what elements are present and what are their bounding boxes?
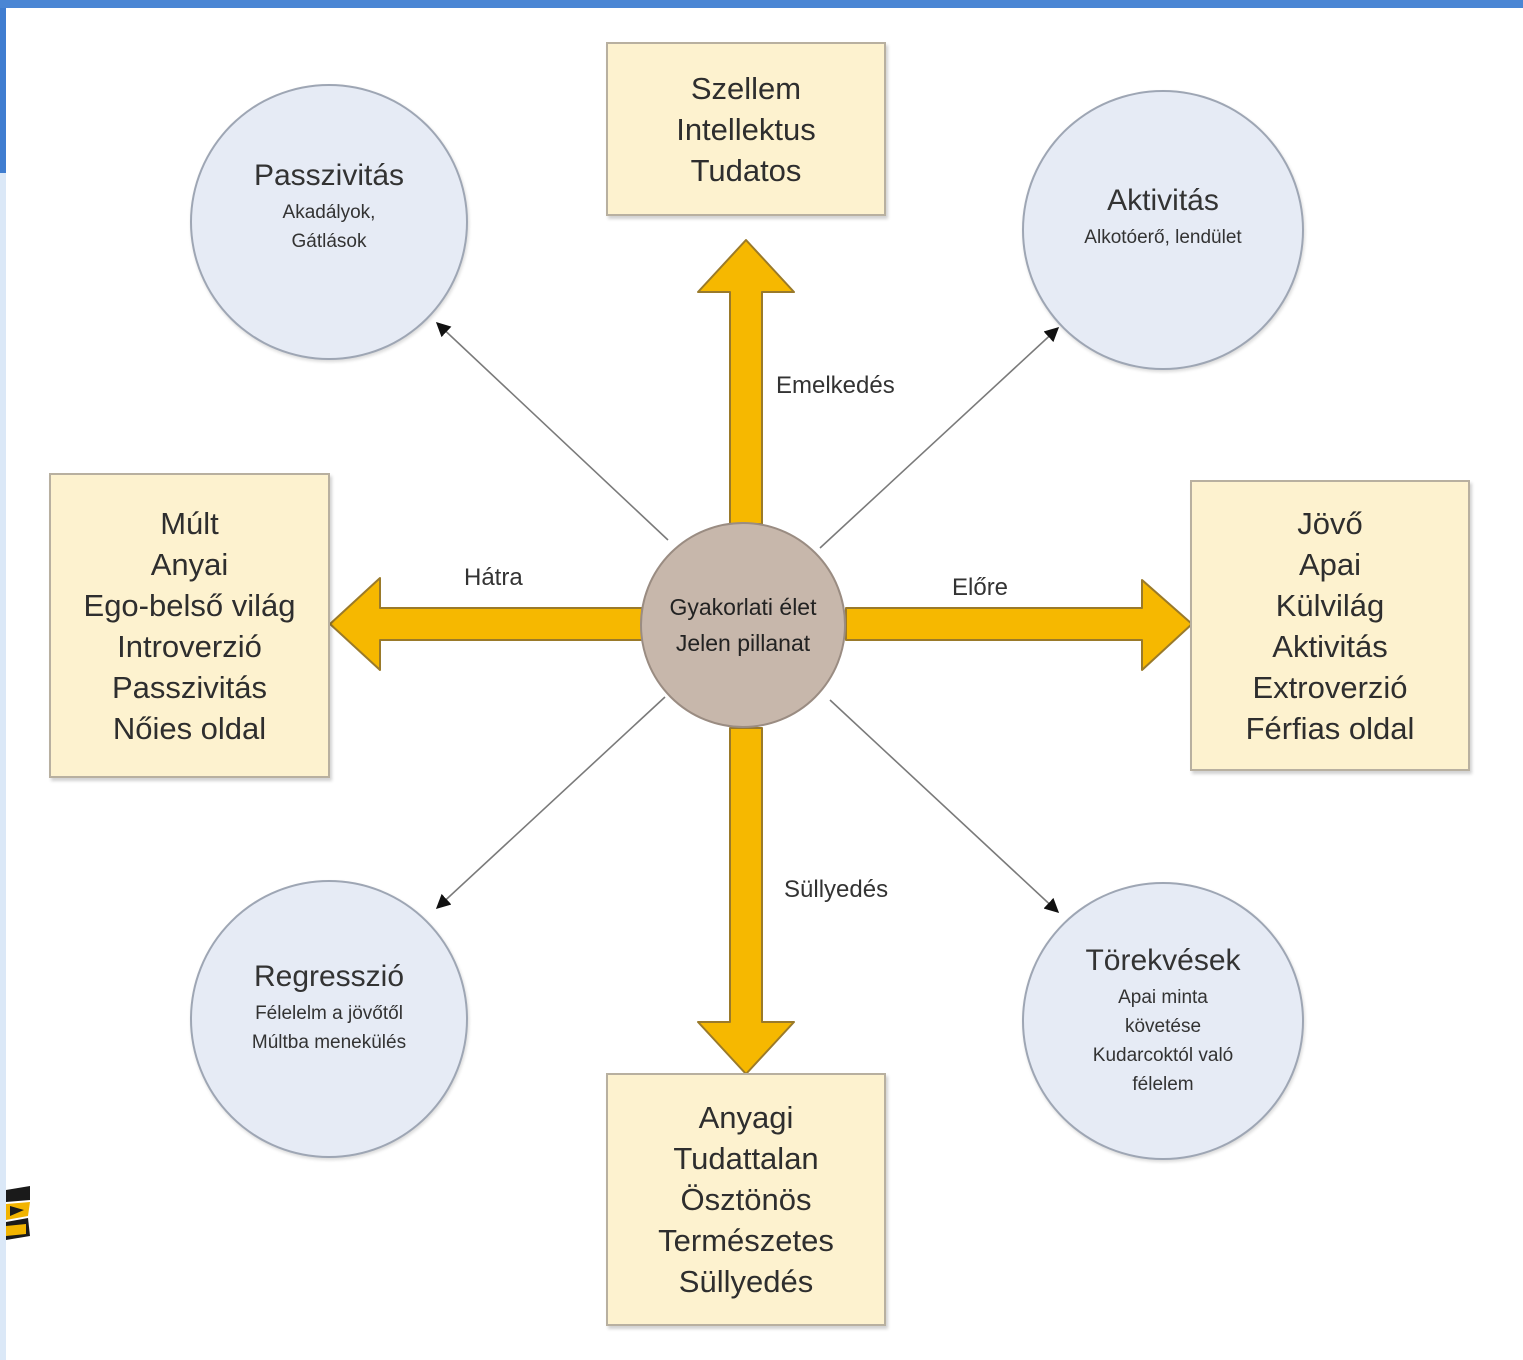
circle-subtext: félelem [1132, 1074, 1194, 1095]
left-accent-band-light [0, 173, 6, 1360]
circle-subtext: Alkotóerő, lendület [1084, 226, 1242, 248]
top-accent-band [0, 0, 1523, 8]
box-line: Természetes [658, 1223, 834, 1258]
box-line: Tudattalan [673, 1141, 819, 1176]
box-bottom-anyagi: Anyagi Tudattalan Ösztönös Természetes S… [606, 1073, 886, 1326]
center-node: Gyakorlati élet Jelen pillanat [640, 522, 846, 728]
circle-aktivitas: Aktivitás Alkotóerő, lendület [1022, 90, 1304, 370]
arrow-down-sullyedes [697, 727, 795, 1075]
box-line: Nőies oldal [112, 710, 267, 746]
box-line: Tudatos [690, 152, 802, 188]
arrow-right-elore [845, 579, 1193, 671]
circle-subtext: Akadályok, [282, 202, 376, 223]
box-line: Süllyedés [678, 1264, 814, 1299]
box-line: Anyai [150, 546, 229, 582]
circle-title: Törekvések [1085, 944, 1241, 977]
circle-passzivitas: Passzivitás Akadályok, Gátlások [190, 84, 468, 360]
box-line: Intellektus [676, 111, 816, 147]
label-sullyedes: Süllyedés [784, 876, 889, 903]
box-top-szellem: Szellem Intellektus Tudatos [606, 42, 886, 216]
box-line: Külvilág [1275, 587, 1385, 623]
left-accent-band [0, 8, 6, 173]
box-line: Jövő [1297, 505, 1363, 541]
logo-fragment-icon [6, 1180, 32, 1248]
box-line: Szellem [690, 70, 802, 106]
box-right-jovo: Jövő Apai Külvilág Aktivitás Extroverzió… [1190, 480, 1470, 771]
label-elore: Előre [952, 574, 1009, 601]
circle-regresszio: Regresszió Félelelm a jövőtől Múltba men… [190, 880, 468, 1158]
box-line: Passzivitás [111, 669, 268, 705]
circle-subtext: Gátlások [291, 231, 367, 252]
center-line: Gyakorlati élet [669, 594, 817, 620]
arrow-to-aktivitas [819, 327, 1060, 549]
box-line: Ego-belső világ [83, 587, 296, 623]
circle-subtext: Apai minta [1118, 987, 1208, 1008]
circle-title: Passzivitás [253, 159, 405, 192]
center-line: Jelen pillanat [675, 630, 811, 656]
circle-subtext: Kudarcoktól való [1092, 1045, 1234, 1066]
label-hatra: Hátra [464, 564, 523, 591]
circle-subtext: Múltba menekülés [251, 1032, 407, 1053]
box-line: Apai [1298, 546, 1362, 582]
label-emelkedes: Emelkedés [776, 372, 895, 399]
circle-title: Regresszió [253, 960, 405, 993]
box-left-mult: Múlt Anyai Ego-belső világ Introverzió P… [49, 473, 330, 778]
box-line: Aktivitás [1272, 628, 1388, 664]
arrow-to-torekvesek [829, 699, 1060, 913]
box-line: Introverzió [117, 628, 262, 664]
box-line: Férfias oldal [1245, 710, 1415, 746]
arrow-to-regresszio [435, 696, 666, 909]
arrow-to-passzivitas [435, 322, 669, 541]
box-line: Ösztönös [680, 1182, 812, 1217]
box-line: Múlt [160, 505, 219, 541]
circle-subtext: Félelelm a jövőtől [255, 1003, 403, 1024]
arrow-up-emelkedes [697, 239, 795, 525]
circle-title: Aktivitás [1107, 183, 1219, 217]
box-line: Extroverzió [1252, 669, 1408, 705]
circle-subtext: követése [1124, 1016, 1202, 1037]
arrow-left-hatra [329, 577, 643, 671]
box-line: Anyagi [698, 1100, 794, 1135]
circle-torekvesek: Törekvések Apai minta követése Kudarcokt… [1022, 882, 1304, 1160]
